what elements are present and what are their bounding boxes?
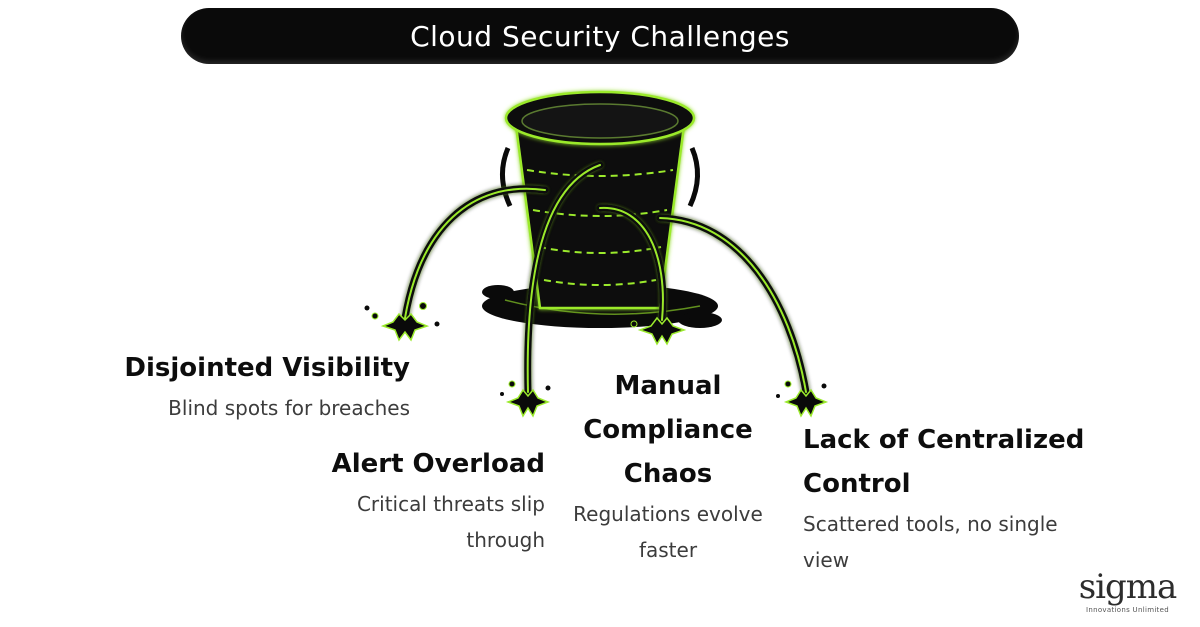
title-banner: Cloud Security Challenges xyxy=(181,8,1019,64)
challenge-heading: Alert Overload xyxy=(331,449,545,479)
splash-center-right xyxy=(630,316,691,346)
challenge-heading: Disjointed Visibility xyxy=(124,353,410,383)
challenge-description: Critical threats slip through xyxy=(356,492,545,552)
challenge-description: Scattered tools, no single view xyxy=(803,512,1058,572)
bucket-handle-right xyxy=(687,147,700,208)
challenge-heading: Manual Compliance Chaos xyxy=(583,371,753,489)
sigma-logo: sigma Innovations Unlimited xyxy=(1070,570,1185,614)
challenge-disjointed-visibility: Disjointed Visibility Blind spots for br… xyxy=(120,346,410,426)
splash-center-left xyxy=(500,380,551,418)
page-title: Cloud Security Challenges xyxy=(410,19,790,53)
logo-name: sigma xyxy=(1078,567,1178,607)
logo-tagline: Innovations Unlimited xyxy=(1086,606,1169,614)
splash-left xyxy=(364,302,440,342)
splash-right xyxy=(776,380,829,418)
challenge-manual-compliance-chaos: Manual Compliance Chaos Regulations evol… xyxy=(560,364,776,568)
challenge-description: Blind spots for breaches xyxy=(168,396,410,420)
challenge-description: Regulations evolve faster xyxy=(573,502,763,562)
challenge-alert-overload: Alert Overload Critical threats slip thr… xyxy=(300,442,545,558)
challenge-lack-of-centralized-control: Lack of Centralized Control Scattered to… xyxy=(803,418,1093,578)
bucket-handle-left xyxy=(500,147,513,208)
challenge-heading: Lack of Centralized Control xyxy=(803,425,1085,499)
